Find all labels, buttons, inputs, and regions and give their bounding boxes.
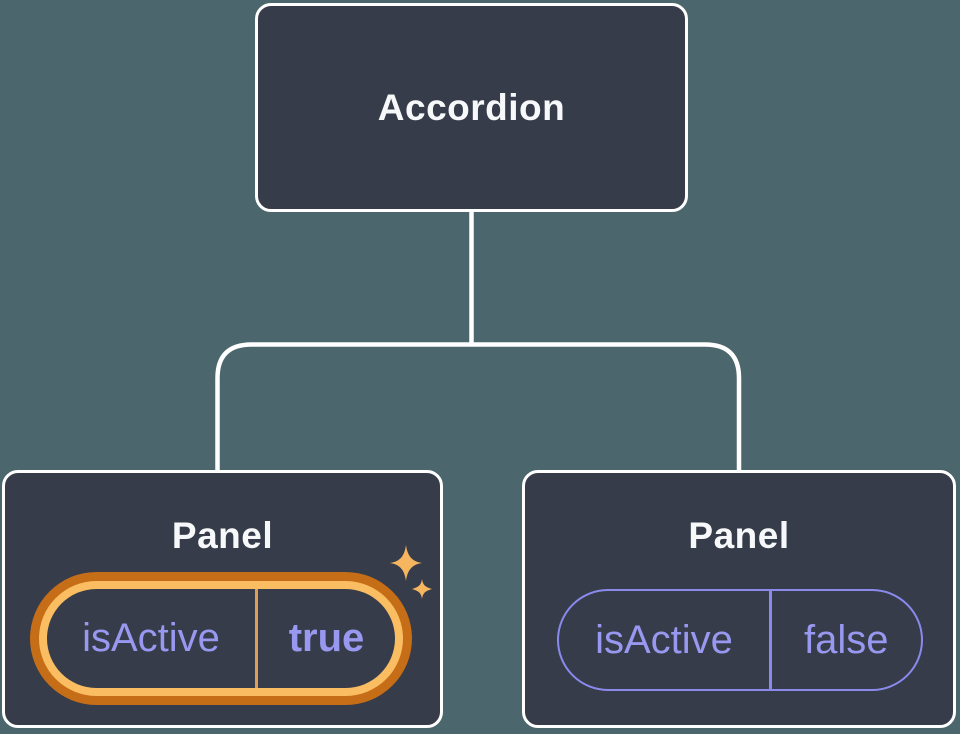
panel-node-inactive: Panel isActive false [522,470,956,728]
prop-value: false [804,617,889,662]
prop-name: isActive [82,616,220,660]
sparkle-icon [390,545,432,599]
prop-pill-active-ring: isActive true [30,572,412,705]
prop-pill-active-ring-inner: isActive true [39,581,403,696]
sparkle-star-large [390,545,422,581]
panel-node-active: Panel isActive true [2,470,443,728]
accordion-node: Accordion [255,3,688,212]
prop-name: isActive [595,617,733,662]
sparkle-star-small [412,579,432,599]
panel-label: Panel [171,515,274,556]
accordion-node-label: Accordion [377,86,566,128]
prop-pill-inactive: isActive false [557,589,923,691]
connector-branch [215,342,742,472]
panel-label: Panel [688,515,790,556]
prop-value: true [288,616,365,660]
prop-pill-active: isActive true [47,589,395,688]
prop-pill-divider [255,589,258,688]
prop-pill-divider [769,591,772,689]
